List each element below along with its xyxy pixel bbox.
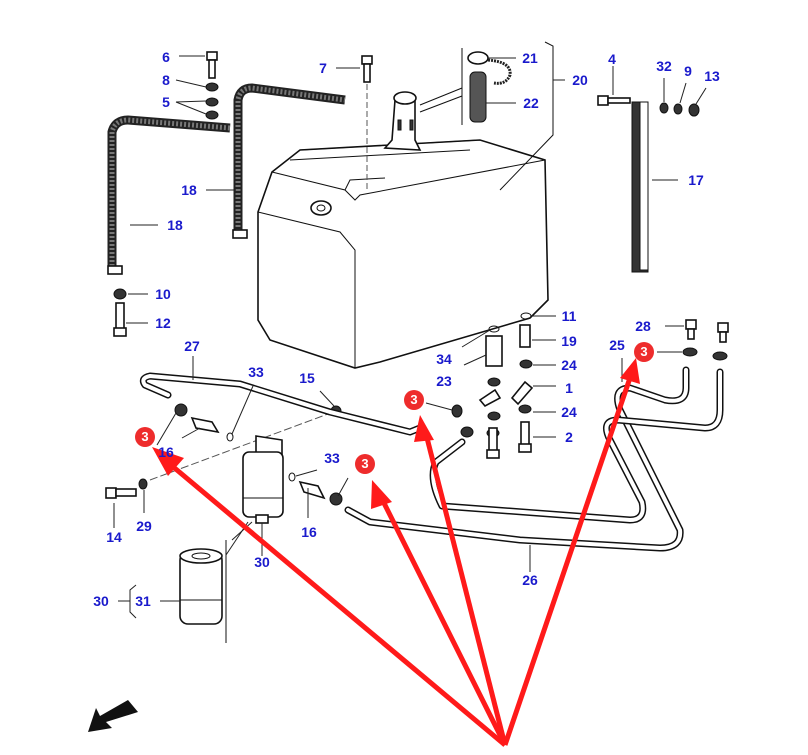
highlight-badge-3-filter-right: 3 <box>355 454 375 474</box>
part-label-24-lower: 24 <box>561 404 577 420</box>
part-label-31: 31 <box>135 593 151 609</box>
part-label-29: 29 <box>136 518 152 534</box>
part-label-28: 28 <box>635 318 651 334</box>
arrow-down-left-icon <box>88 700 138 732</box>
part-label-24-upper: 24 <box>561 357 577 373</box>
tank-strap-brackets <box>107 83 346 275</box>
fuel-filter-assembly <box>179 435 284 643</box>
part-label-18-right: 18 <box>181 182 197 198</box>
fuel-tank <box>257 91 549 369</box>
part-label-8: 8 <box>162 72 170 88</box>
arrowhead-4 <box>620 358 640 384</box>
part-label-19: 19 <box>561 333 577 349</box>
part-label-23: 23 <box>436 373 452 389</box>
vertical-strap-17 <box>631 101 649 273</box>
part-label-18-left: 18 <box>167 217 183 233</box>
part-label-20: 20 <box>572 72 588 88</box>
part-label-33-upper: 33 <box>248 364 264 380</box>
part-label-10: 10 <box>155 286 171 302</box>
part-label-9: 9 <box>684 63 692 79</box>
part-label-21: 21 <box>522 50 538 66</box>
highlight-arrows <box>152 358 640 747</box>
highlight-badge-3-tank-outlet: 3 <box>404 390 424 410</box>
part-label-22: 22 <box>523 95 539 111</box>
part-label-32: 32 <box>656 58 672 74</box>
leader-lines <box>113 55 707 619</box>
part-label-1: 1 <box>565 380 573 396</box>
arrowhead-3 <box>414 415 434 442</box>
part-label-13: 13 <box>704 68 720 84</box>
part-label-5: 5 <box>162 94 170 110</box>
part-label-16-right: 16 <box>301 524 317 540</box>
arrowhead-1 <box>152 447 184 476</box>
part-label-6: 6 <box>162 49 170 65</box>
part-label-7: 7 <box>319 60 327 76</box>
fuel-lines <box>139 366 724 552</box>
part-label-11: 11 <box>561 308 577 324</box>
part-label-16-left: 16 <box>158 444 174 460</box>
highlight-badge-3-filter-left: 3 <box>135 427 155 447</box>
part-label-30-group: 30 <box>93 593 109 609</box>
part-label-15: 15 <box>299 370 315 386</box>
fasteners <box>105 51 729 506</box>
part-label-30-filter: 30 <box>254 554 270 570</box>
part-label-26: 26 <box>522 572 538 588</box>
arrowhead-2 <box>371 480 392 509</box>
part-label-33-lower: 33 <box>324 450 340 466</box>
part-label-14: 14 <box>106 529 122 545</box>
part-label-17: 17 <box>688 172 704 188</box>
part-label-12: 12 <box>155 315 171 331</box>
part-label-34: 34 <box>436 351 452 367</box>
highlight-badge-3-return-line: 3 <box>634 342 654 362</box>
part-label-2: 2 <box>565 429 573 445</box>
part-label-27: 27 <box>184 338 200 354</box>
part-label-4: 4 <box>608 51 616 67</box>
filler-cap-and-strainer <box>419 41 554 191</box>
part-label-25: 25 <box>609 337 625 353</box>
